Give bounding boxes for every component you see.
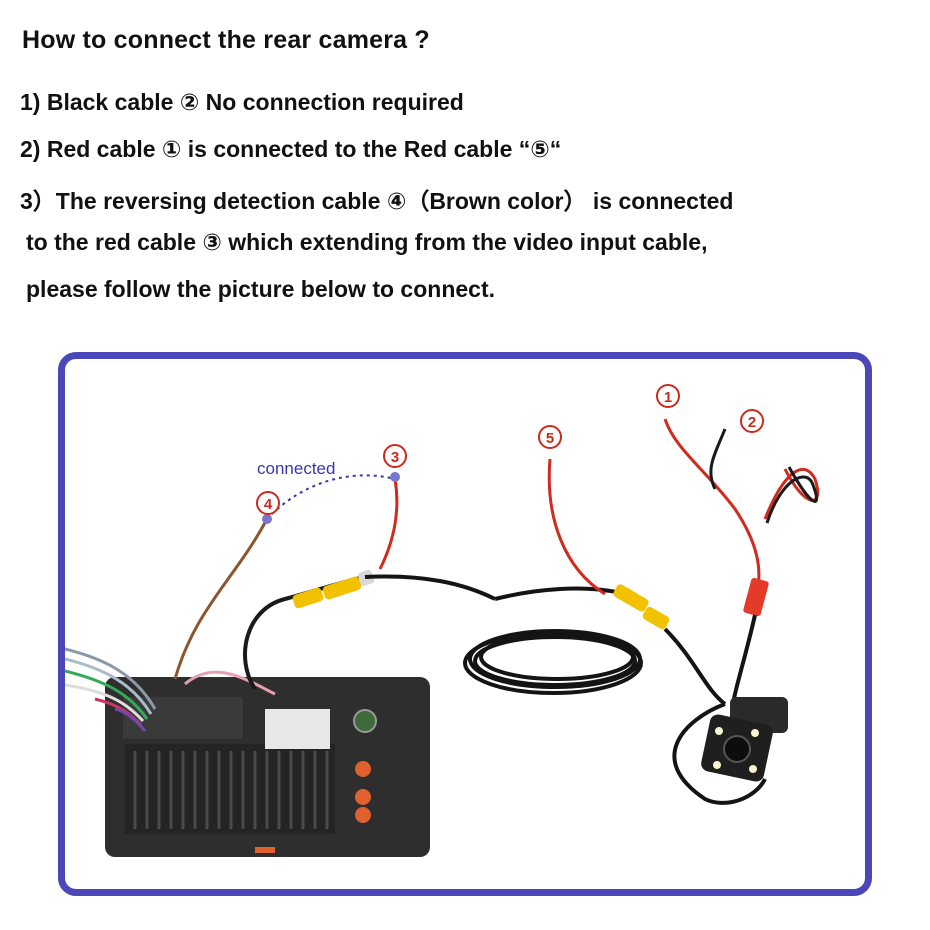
svg-text:1: 1 [664, 389, 672, 406]
power-leads [663, 418, 820, 600]
wiring-photo-frame: connected 4 3 5 1 2 [58, 352, 872, 896]
instruction-step-3-line-2: to the red cable ③ which extending from … [26, 229, 708, 255]
marker-5: 5 [538, 425, 562, 449]
svg-text:2: 2 [748, 414, 756, 431]
harness-wires [65, 647, 157, 732]
svg-text:4: 4 [264, 496, 273, 513]
page-title: How to connect the rear camera ? [22, 26, 430, 54]
svg-text:5: 5 [546, 430, 554, 447]
marker-3: 3 [383, 444, 407, 468]
connected-link [266, 474, 396, 520]
connection-point-4 [262, 514, 272, 524]
connection-point-3 [390, 472, 400, 482]
rear-camera [672, 697, 788, 805]
svg-text:3: 3 [391, 449, 399, 466]
rca-connector-right [613, 584, 670, 630]
rca-connector-left [292, 569, 375, 609]
brown-detection-wire [173, 518, 269, 680]
instruction-step-3-line-1: 3）The reversing detection cable ④（Brown … [20, 188, 734, 214]
marker-4: 4 [256, 491, 280, 515]
red-wire-3 [378, 478, 399, 570]
extension-cable-coil [364, 574, 643, 695]
instruction-step-2: 2) Red cable ① is connected to the Red c… [20, 136, 562, 162]
pink-wire [184, 670, 276, 696]
connected-label: connected [257, 459, 335, 478]
red-wire-5 [547, 458, 606, 596]
marker-1: 1 [656, 384, 680, 408]
head-unit [105, 677, 430, 857]
marker-2: 2 [740, 409, 764, 433]
instruction-step-3-line-3: please follow the picture below to conne… [26, 276, 496, 302]
wiring-diagram: connected 4 3 5 1 2 [65, 384, 820, 857]
instruction-step-1: 1) Black cable ② No connection required [20, 89, 464, 115]
